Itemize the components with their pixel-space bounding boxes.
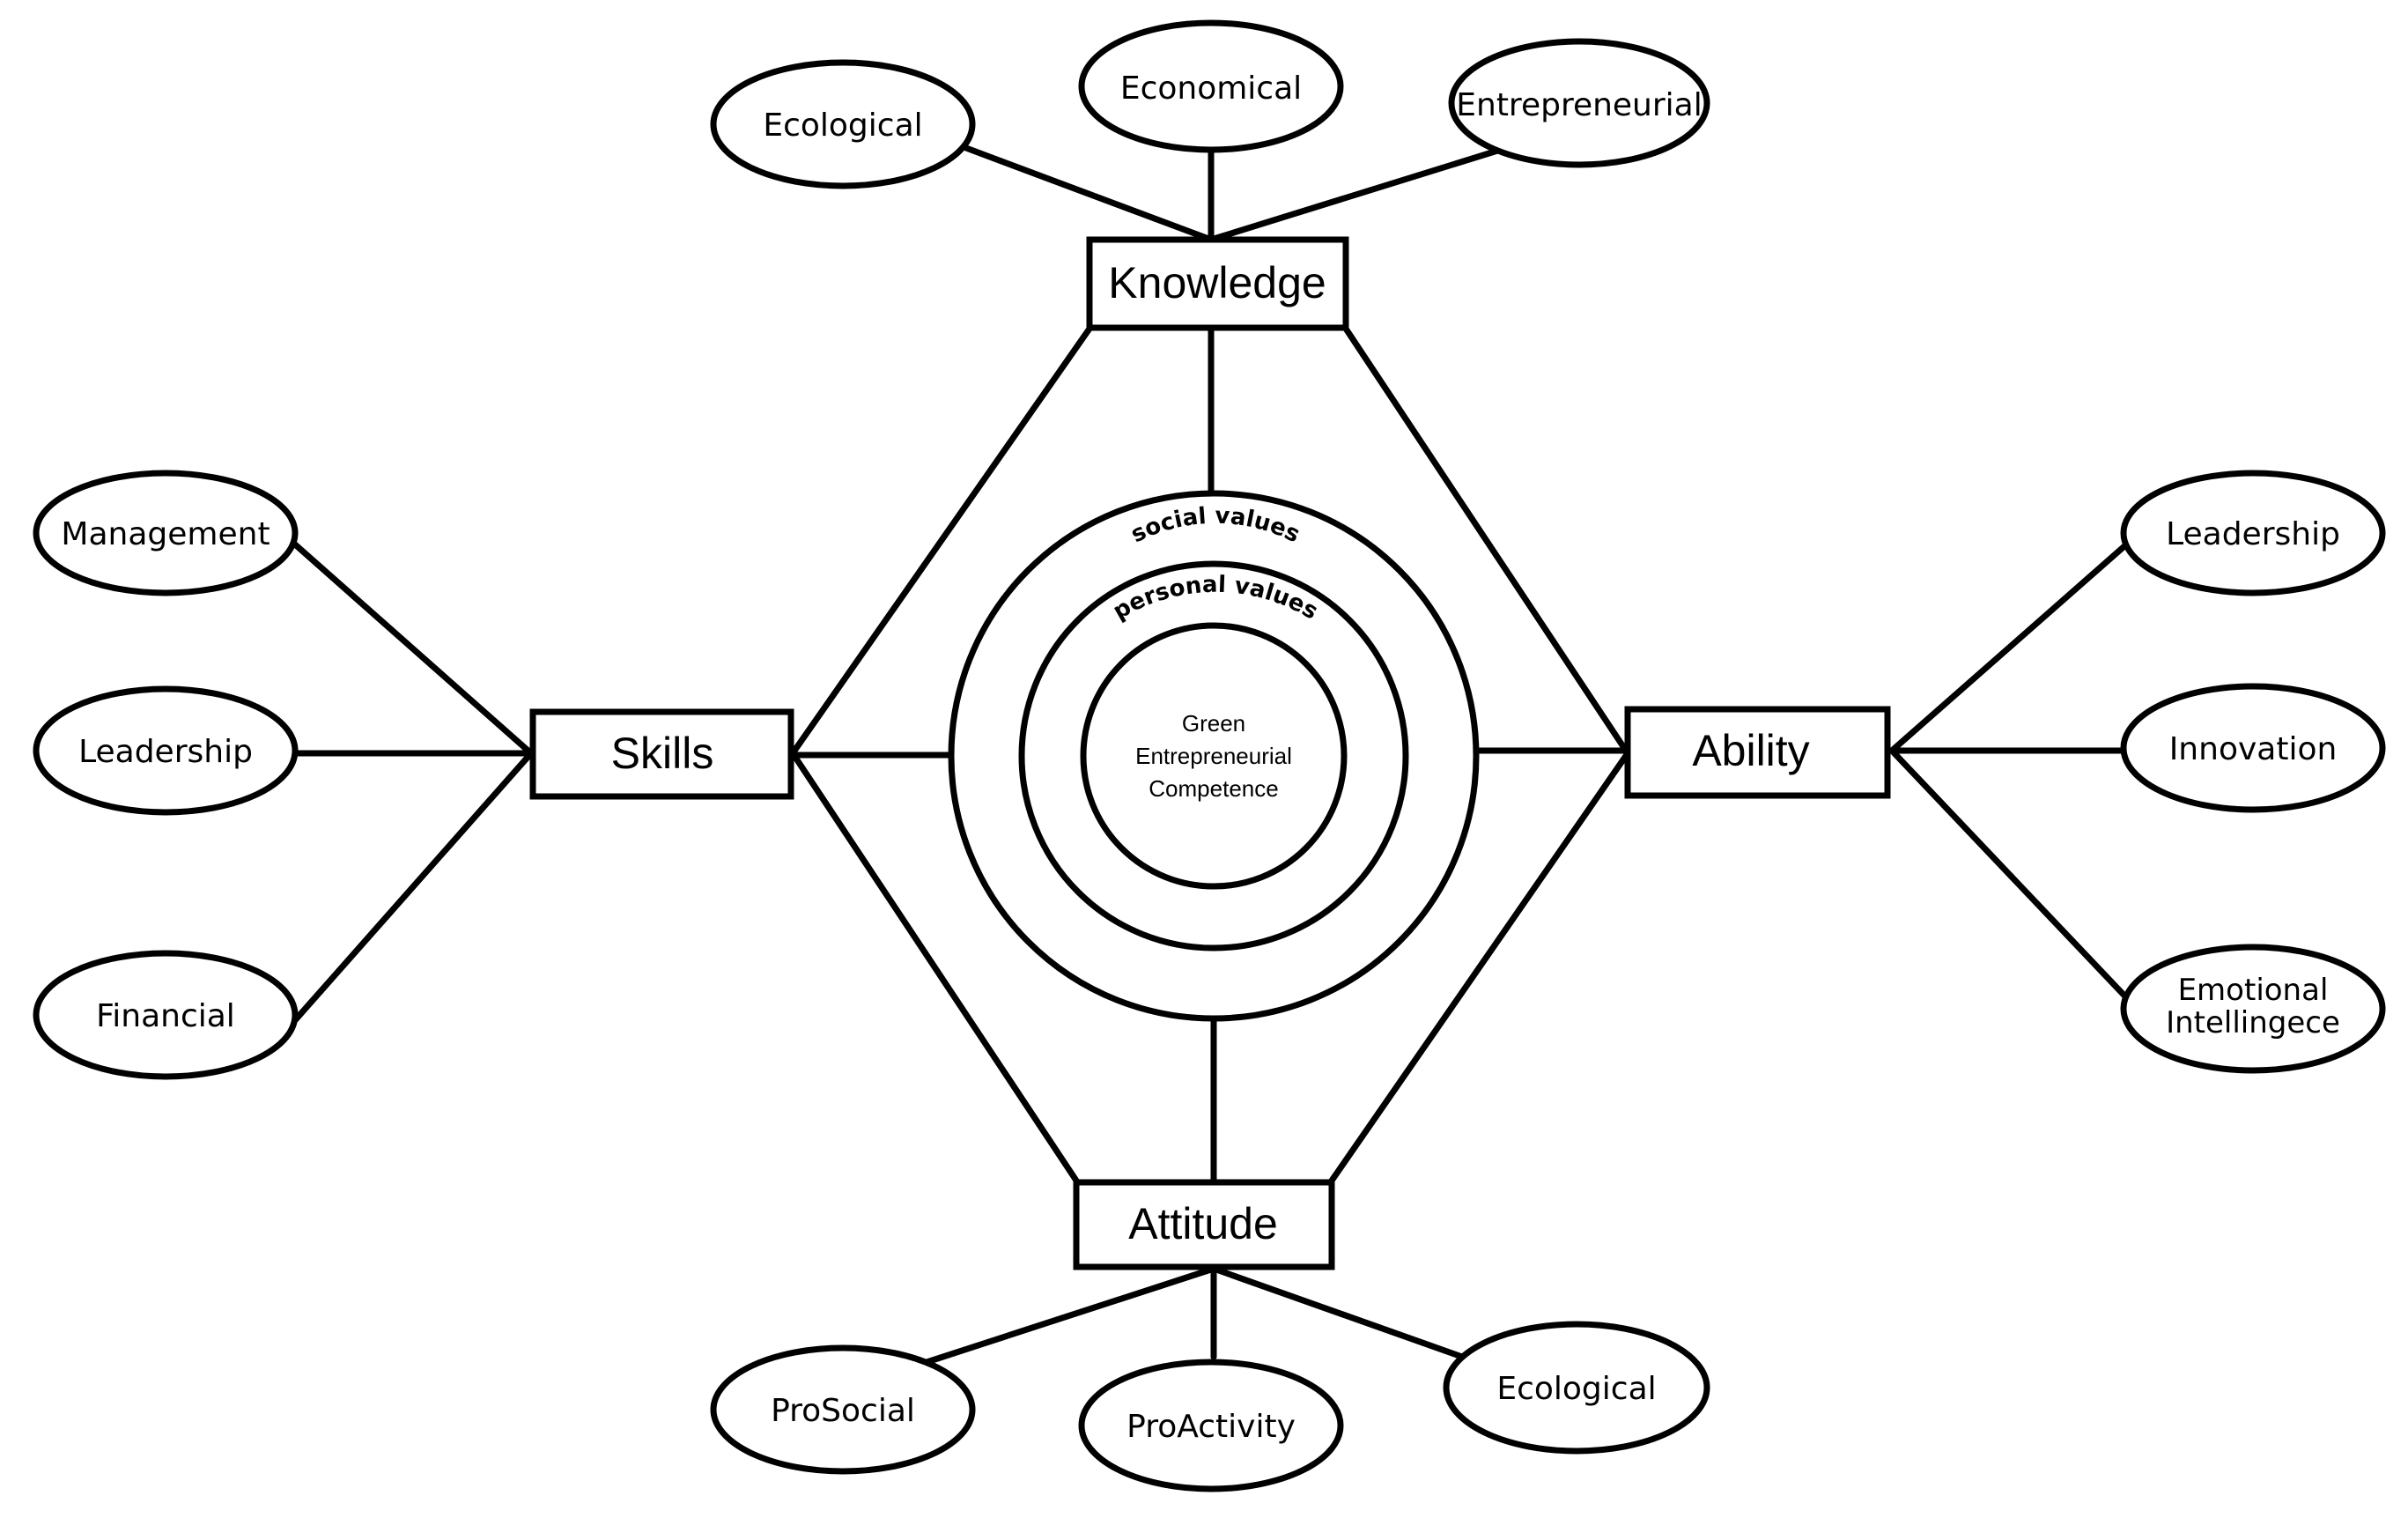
ability-node: Ability — [1624, 706, 1891, 799]
connector-skills-attitude — [789, 750, 1080, 1184]
core-label-line-2: Entrepreneurial — [1135, 743, 1292, 769]
ability-label: Ability — [1692, 726, 1809, 775]
ellipse-ecological-knowledge — [710, 59, 976, 189]
label-economical: Economical — [1120, 70, 1302, 107]
connector-knowledge-ecological — [963, 144, 1215, 243]
connector-ability-attitude — [1328, 750, 1631, 1184]
ability-children: Leadership Innovation Emotional Intellin… — [2120, 470, 2386, 1074]
label-prosocial: ProSocial — [771, 1393, 915, 1429]
label-emotional-line-1: Emotional — [2178, 973, 2329, 1008]
attitude-box — [1073, 1179, 1335, 1270]
skills-children: Management Leadership Financial — [33, 470, 299, 1080]
knowledge-label: Knowledge — [1108, 258, 1326, 307]
connector-ability-emotional — [1888, 747, 2128, 999]
ellipse-proactivity — [1078, 1359, 1344, 1492]
ellipse-economical — [1078, 19, 1344, 153]
label-entrepreneurial: Entrepreneurial — [1456, 87, 1703, 123]
skills-label: Skills — [611, 729, 714, 778]
ellipse-innovation — [2120, 683, 2386, 813]
core-circle — [1080, 622, 1348, 890]
ability-box — [1624, 706, 1891, 799]
ellipse-prosocial — [710, 1344, 976, 1475]
connector-knowledge-skills — [789, 325, 1093, 757]
core-label-line-3: Competence — [1149, 775, 1278, 802]
ellipse-ecological-attitude — [1443, 1321, 1710, 1455]
skills-node: Skills — [529, 708, 794, 800]
label-financial: Financial — [96, 998, 235, 1034]
connector-attitude-ecological — [1210, 1265, 1466, 1360]
ellipse-financial — [33, 950, 299, 1080]
attitude-node: Attitude — [1073, 1179, 1335, 1270]
connector-attitude-prosocial — [912, 1265, 1217, 1369]
label-innovation: Innovation — [2169, 731, 2338, 767]
ellipse-entrepreneurial — [1448, 38, 1710, 168]
knowledge-children: Ecological Economical Entrepreneurial — [710, 19, 1710, 189]
ellipse-leadership-ability — [2120, 470, 2386, 596]
connector-skills-financial — [292, 750, 535, 1024]
ellipse-leadership-skills — [33, 685, 299, 816]
knowledge-node: Knowledge — [1086, 236, 1349, 331]
label-leadership-ability: Leadership — [2166, 516, 2340, 552]
knowledge-box — [1086, 236, 1349, 331]
label-ecological-attitude: Ecological — [1496, 1371, 1656, 1407]
label-management: Management — [61, 516, 270, 552]
connector-knowledge-entrepreneurial — [1208, 144, 1510, 243]
core-label-line-1: Green — [1182, 710, 1245, 737]
label-leadership-skills: Leadership — [78, 734, 253, 770]
center-rings: social values personal values Green Entr… — [948, 490, 1480, 1022]
attitude-children: ProSocial ProActivity Ecological — [710, 1321, 1710, 1492]
ellipse-management — [33, 470, 299, 596]
skills-box — [529, 708, 794, 800]
ellipse-emotional-intelligence — [2120, 944, 2386, 1074]
connector-skills-management — [292, 541, 535, 757]
label-ecological-knowledge: Ecological — [763, 107, 922, 144]
connector-knowledge-ability — [1342, 325, 1631, 757]
label-proactivity: ProActivity — [1126, 1409, 1296, 1445]
connectors — [292, 144, 2128, 1369]
connector-ability-leadership — [1888, 543, 2128, 754]
label-emotional-line-2: Intellingece — [2166, 1005, 2340, 1040]
attitude-label: Attitude — [1128, 1199, 1278, 1248]
